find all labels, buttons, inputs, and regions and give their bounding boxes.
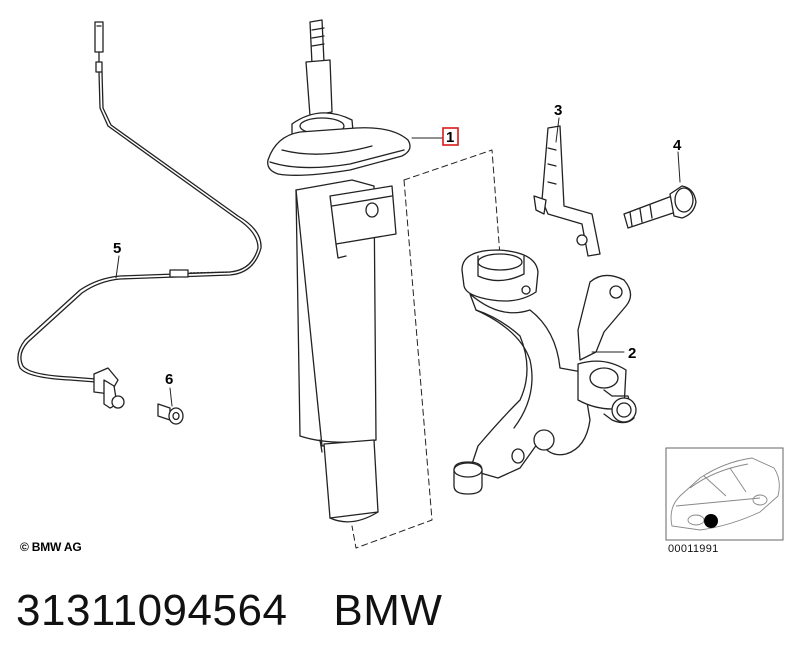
mounting-bracket [533,125,601,257]
highlight-box [442,127,459,146]
callout-1: 1 [446,129,454,146]
vehicle-locator-inset [665,447,784,541]
callout-5: 5 [113,240,121,257]
hex-bolt-large [623,185,697,229]
spring-strut [267,19,411,523]
position-marker-icon [704,514,718,528]
callout-3: 3 [554,102,562,119]
leader-lines [115,117,681,407]
brand-name: BMW [333,586,443,635]
footer-caption: 31311094564 BMW [16,586,442,642]
copyright-notice: © BMW AG [20,540,82,554]
callout-6: 6 [165,371,173,388]
assembly-guide-lines [351,149,501,549]
inset-image-code: 00011991 [668,543,719,555]
hex-bolt-small [157,403,184,425]
steering-knuckle [453,249,637,495]
brake-wear-sensor-cable [17,21,262,409]
callout-4: 4 [673,137,682,154]
part-number: 31311094564 [16,586,288,635]
callout-2: 2 [628,345,636,362]
